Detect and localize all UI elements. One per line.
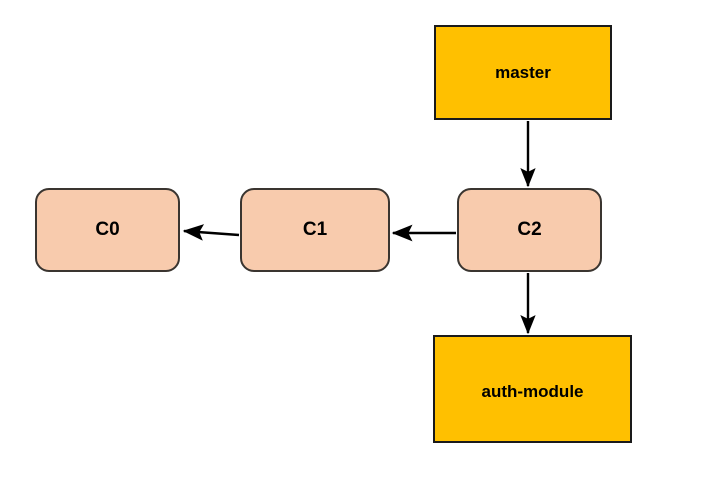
node-commit-c2-label: C2 bbox=[517, 219, 542, 240]
edge-c1-to-c0 bbox=[182, 224, 240, 241]
node-commit-c0[interactable]: C0 bbox=[35, 188, 180, 272]
node-auth-module[interactable]: auth-module bbox=[433, 335, 632, 443]
node-commit-c1[interactable]: C1 bbox=[240, 188, 390, 272]
node-commit-c1-label: C1 bbox=[302, 219, 328, 240]
node-master[interactable]: master bbox=[434, 25, 612, 120]
node-master-label: master bbox=[495, 62, 551, 82]
node-auth-module-label: auth-module bbox=[481, 382, 584, 401]
node-commit-c0-label: C0 bbox=[95, 219, 120, 240]
node-commit-c2[interactable]: C2 bbox=[457, 188, 602, 272]
